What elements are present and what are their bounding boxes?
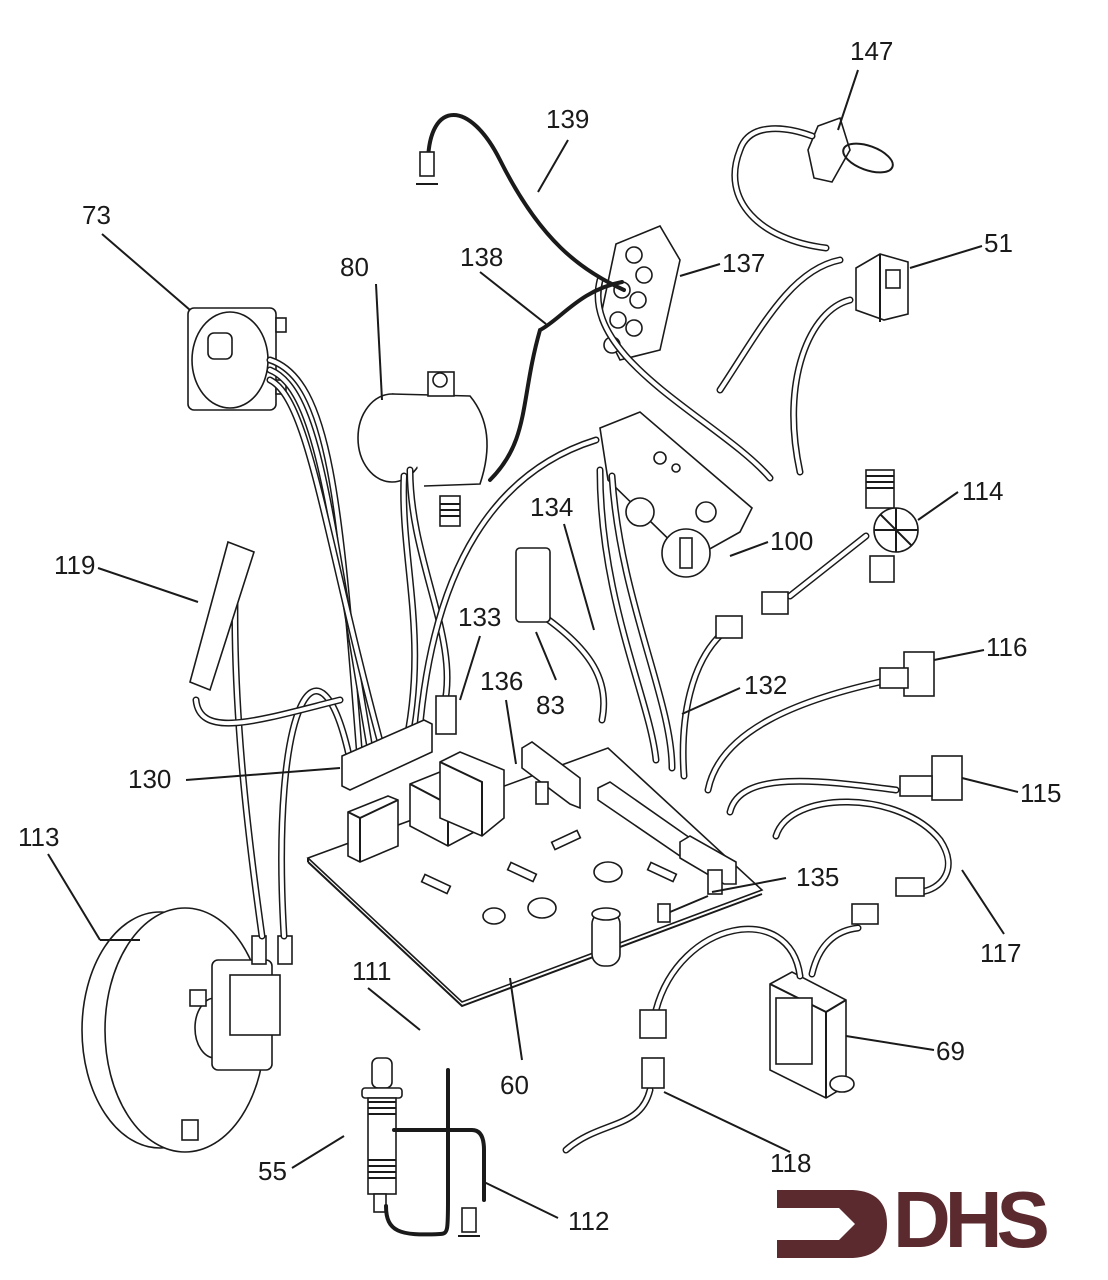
callout-139: 139 [546, 104, 589, 134]
connector-133 [435, 695, 457, 735]
callout-137: 137 [722, 248, 765, 278]
pump [357, 371, 488, 527]
link-connector [807, 116, 894, 183]
piezo-igniter [361, 1057, 403, 1213]
callout-134: 134 [530, 492, 573, 522]
callout-100: 100 [770, 526, 813, 556]
callout-133: 133 [458, 602, 501, 632]
callout-117: 117 [980, 938, 1021, 968]
callout-136: 136 [480, 666, 523, 696]
relay [347, 795, 399, 863]
relay [439, 751, 505, 837]
capacitor [591, 907, 621, 967]
connector-pair-114 [715, 591, 789, 639]
callout-69: 69 [936, 1036, 965, 1066]
wiring-harness [192, 113, 952, 1237]
callout-112: 112 [568, 1206, 609, 1236]
callout-labels: 147 139 138 137 51 73 80 100 114 134 83 … [18, 36, 1061, 1236]
callout-60: 60 [500, 1070, 529, 1100]
callout-83: 83 [536, 690, 565, 720]
connector-118 [639, 1009, 667, 1089]
pcb-board [306, 741, 764, 1008]
arrow-logo-icon [777, 1190, 887, 1258]
flow-sensor [865, 469, 919, 583]
gas-valve [599, 411, 753, 578]
callout-138: 138 [460, 242, 503, 272]
callout-114: 114 [962, 476, 1003, 506]
fan-assembly [81, 907, 293, 1153]
dhs-logo: DHS [775, 1180, 1095, 1260]
connector-117 [851, 877, 925, 925]
callout-147: 147 [850, 36, 893, 66]
callout-113: 113 [18, 822, 59, 852]
connector-116 [879, 651, 935, 697]
callout-132: 132 [744, 670, 787, 700]
connector-115 [899, 755, 963, 801]
callout-55: 55 [258, 1156, 287, 1186]
rocker-switch [855, 253, 909, 322]
logo-text: DHS [893, 1175, 1050, 1264]
connector-130 [341, 719, 433, 791]
callout-116: 116 [986, 632, 1027, 662]
callout-135: 135 [796, 862, 839, 892]
leader-lines [47, 69, 1019, 1219]
transformer [769, 971, 855, 1099]
callout-80: 80 [340, 252, 369, 282]
terminal-139 [416, 151, 438, 185]
callout-115: 115 [1020, 778, 1061, 808]
sensor-83 [515, 547, 551, 623]
callout-130: 130 [128, 764, 171, 794]
callout-51: 51 [984, 228, 1013, 258]
thermistor-119 [189, 540, 255, 692]
callout-111: 111 [352, 956, 392, 986]
callout-119: 119 [54, 550, 95, 580]
callout-73: 73 [82, 200, 111, 230]
terminal-112 [458, 1207, 480, 1237]
callout-118: 118 [770, 1148, 811, 1178]
